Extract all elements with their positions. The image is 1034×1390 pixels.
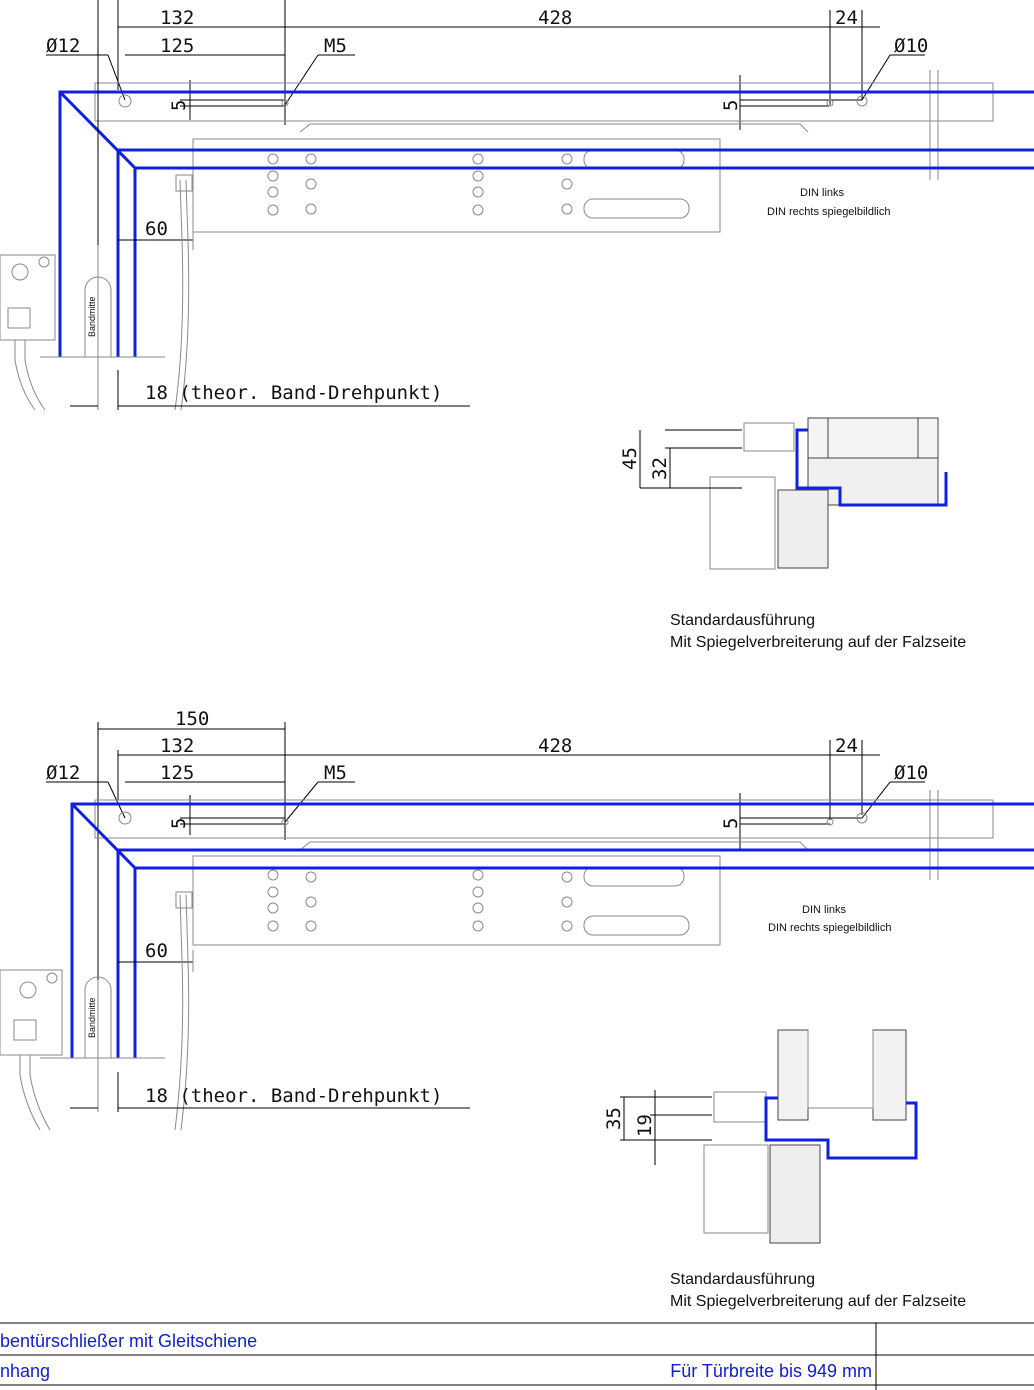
dim-pivot: 18 (theor. Band-Drehpunkt) (145, 382, 442, 404)
section-detail-bottom: 35 19 (603, 1029, 918, 1244)
title-block: bentürschließer mit Gleitschiene nhang F… (0, 1322, 1034, 1390)
title-subtitle: nhang (0, 1361, 50, 1381)
dim-hole-10: Ø10 (894, 762, 928, 784)
slide-rail-outline (94, 799, 994, 839)
dim-5-right: 5 (720, 818, 742, 829)
dim-24: 24 (835, 735, 858, 757)
dim-pivot: 18 (theor. Band-Drehpunkt) (145, 1085, 442, 1107)
dim-5-left: 5 (168, 100, 190, 111)
hinge-label: Bandmitte (87, 997, 97, 1038)
mounting-holes (267, 869, 573, 932)
caption-line1: Standardausführung (670, 612, 815, 629)
hole-12 (118, 94, 132, 108)
caption-line2: Mit Spiegelverbreiterung auf der Falzsei… (670, 634, 966, 651)
title-door-width: Für Türbreite bis 949 mm (670, 1361, 872, 1381)
title-product: bentürschließer mit Gleitschiene (0, 1331, 257, 1351)
section-detail-top: 45 32 (619, 417, 948, 570)
dim-428: 428 (538, 735, 572, 757)
hole-10 (856, 95, 868, 107)
slide-rail-outline (94, 82, 994, 122)
caption-line1: Standardausführung (670, 1271, 815, 1288)
dim-132: 132 (160, 735, 194, 757)
mounting-holes (267, 153, 573, 216)
dim-132: 132 (160, 7, 194, 29)
dim-60: 60 (145, 218, 168, 240)
dim-125: 125 (160, 762, 194, 784)
dim-hole-12: Ø12 (46, 762, 80, 784)
drawing-bottom: 150 132 428 24 125 Ø12 M5 Ø10 5 5 (0, 708, 1034, 1310)
dim-5-right: 5 (720, 100, 742, 111)
closer-body (192, 855, 721, 946)
hinge-label: Bandmitte (87, 296, 97, 337)
dim-5-left: 5 (168, 818, 190, 829)
dim-428: 428 (538, 7, 572, 29)
din-note-line1: DIN links (800, 187, 845, 199)
dim-150: 150 (175, 708, 209, 730)
section-dim-a: 35 (603, 1107, 625, 1130)
dim-m5: M5 (324, 35, 347, 57)
drawing-top: 132 428 24 125 Ø12 M5 Ø10 5 5 (0, 0, 1034, 651)
dim-60: 60 (145, 940, 168, 962)
switch-box (0, 969, 63, 1056)
closer-body (192, 138, 721, 233)
section-dim-b: 19 (634, 1114, 656, 1137)
section-dim-b: 32 (649, 457, 671, 480)
dim-hole-10: Ø10 (894, 35, 928, 57)
dim-24: 24 (835, 7, 858, 29)
caption-line2: Mit Spiegelverbreiterung auf der Falzsei… (670, 1293, 966, 1310)
section-dim-a: 45 (619, 447, 641, 470)
din-note-line2: DIN rechts spiegelbildlich (768, 922, 892, 934)
dim-m5: M5 (324, 762, 347, 784)
frame-outer-line (58, 90, 1034, 357)
dim-hole-12: Ø12 (46, 35, 80, 57)
din-note-line1: DIN links (802, 904, 847, 916)
din-note-line2: DIN rechts spiegelbildlich (767, 206, 891, 218)
switch-box (0, 254, 56, 341)
dim-125: 125 (160, 35, 194, 57)
